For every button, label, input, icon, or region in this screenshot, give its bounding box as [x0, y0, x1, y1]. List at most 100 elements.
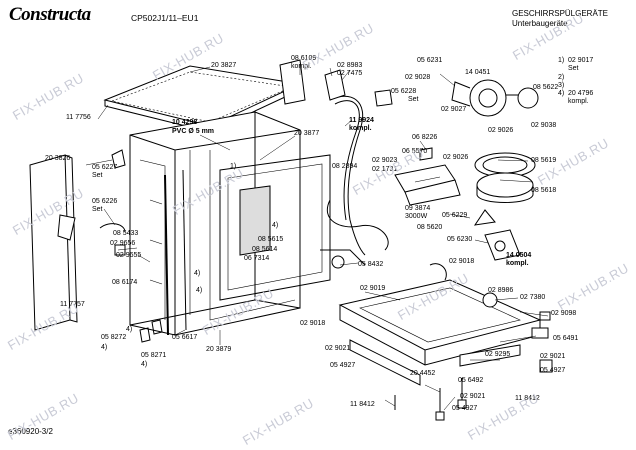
part-label: 11 8412 [350, 401, 375, 408]
diagram-title: GESCHIRRSPÜLGERÄTE Unterbaugeräte [512, 9, 608, 29]
part-label: Set [92, 206, 103, 213]
part-label: 06 7314 [244, 255, 270, 262]
legend-4-kompl: kompl. [568, 98, 589, 105]
part-label: 02 9021 [325, 345, 351, 352]
part-label: 02 9295 [485, 351, 511, 358]
part-label: 02 9098 [551, 310, 577, 317]
part-label: 02 9023 [372, 157, 398, 164]
part-label: 02 7380 [520, 294, 546, 301]
adjustable-feet [394, 378, 467, 421]
drawing-code: e360920-3/2 [8, 427, 53, 436]
part-label: 4) [126, 326, 133, 333]
part-label: 05 6226 [92, 198, 118, 205]
part-label: 02 9026 [488, 127, 514, 134]
base-frame [338, 263, 542, 386]
part-label: 08 5614 [252, 246, 278, 253]
part-label: 02 9019 [360, 285, 386, 292]
part-label: kompl. [349, 125, 372, 132]
circulation-pump [451, 79, 539, 117]
part-label: 05 6617 [172, 334, 198, 341]
part-label: 05 6231 [417, 57, 443, 64]
legend-1-marker: 1) [558, 57, 565, 64]
side-panel-left [29, 154, 78, 331]
part-label: 02 8986 [488, 287, 514, 294]
part-label: 05 6227 [92, 164, 118, 171]
title-line-1: GESCHIRRSPÜLGERÄTE [512, 9, 609, 18]
part-label: 08 5615 [258, 236, 284, 243]
part-label: 20 3827 [211, 62, 237, 69]
part-label: 05 4927 [330, 362, 356, 369]
part-label: 09 3874 [405, 205, 431, 212]
legend-4-marker: 4) [558, 90, 565, 97]
door-inner-frame [219, 154, 331, 301]
part-label: kompl. [506, 260, 529, 267]
inlet-valve [484, 229, 521, 261]
part-label: 08 6109 [291, 55, 317, 62]
part-label: 05 6230 [447, 236, 473, 243]
part-label: 05 6492 [458, 377, 484, 384]
part-label: 05 6491 [553, 335, 579, 342]
legend-1-set: Set [568, 65, 579, 72]
part-label: 08 5622 [533, 84, 559, 91]
part-label: 02 1731 [372, 166, 398, 173]
part-label: 02 9655 [116, 252, 142, 259]
part-label: 08 6174 [112, 279, 138, 286]
part-label: 02 9018 [300, 320, 326, 327]
brand-logo: Constructa [9, 4, 91, 25]
part-label: 08 5618 [531, 187, 557, 194]
part-label: 05 8271 [141, 352, 167, 359]
part-label: 02 7475 [337, 70, 363, 77]
part-label: 06 8226 [412, 134, 438, 141]
part-label: 4) [141, 361, 148, 368]
part-label: 20 3879 [206, 346, 232, 353]
part-label: Set [408, 96, 419, 103]
legend-2-marker: 2) [558, 74, 565, 81]
legend-3-marker: 3) [558, 82, 565, 89]
small-hardware [57, 89, 553, 373]
part-label: 02 9656 [110, 240, 136, 247]
part-label: 05 8272 [101, 334, 127, 341]
part-label: 05 4927 [540, 367, 566, 374]
part-label: 02 9021 [460, 393, 486, 400]
part-label: 02 9026 [443, 154, 469, 161]
part-label: 14 0504 [506, 252, 532, 259]
part-label: 05 6228 [391, 88, 417, 95]
part-label: 08 5433 [113, 230, 139, 237]
part-label: 14 0451 [465, 69, 491, 76]
part-label: 05 6229 [442, 212, 468, 219]
part-label: 20 4452 [410, 370, 436, 377]
part-label: 20 3826 [45, 155, 71, 162]
part-label: 1) [230, 163, 237, 170]
part-label: 02 9021 [540, 353, 566, 360]
part-label: PVC Ø 5 mm [172, 128, 215, 135]
part-label: 20 3877 [294, 130, 320, 137]
seal-strip-left [164, 169, 187, 336]
part-label: 3000W [405, 213, 428, 220]
spray-arm-sieve [473, 152, 536, 226]
part-label: 02 9028 [405, 74, 431, 81]
leader-lines [85, 64, 549, 411]
legend-1-number: 02 9017 [568, 57, 594, 64]
part-label: 10 4298 [172, 119, 198, 126]
part-label: 11 9924 [349, 117, 374, 124]
part-label: 4) [194, 270, 201, 277]
part-label: kompl. [291, 63, 312, 70]
part-label: 02 9038 [531, 122, 557, 129]
part-label: 05 8432 [358, 261, 384, 268]
part-label: 02 8983 [337, 62, 363, 69]
legend-4-number: 20 4796 [568, 90, 594, 97]
part-label: 08 2894 [332, 163, 358, 170]
part-label: 4) [196, 287, 203, 294]
part-label: 02 9018 [449, 258, 475, 265]
model-number: CP502J1/11–EU1 [131, 13, 199, 23]
title-line-2: Unterbaugeräte [512, 19, 568, 28]
part-label: 4) [101, 344, 108, 351]
part-label: 11 8412 [515, 395, 540, 402]
part-label: 11 7757 [60, 301, 85, 308]
part-label: 06 5570 [402, 148, 428, 155]
part-label: 4) [272, 222, 279, 229]
part-label: Set [92, 172, 103, 179]
part-label: 05 4927 [452, 405, 478, 412]
